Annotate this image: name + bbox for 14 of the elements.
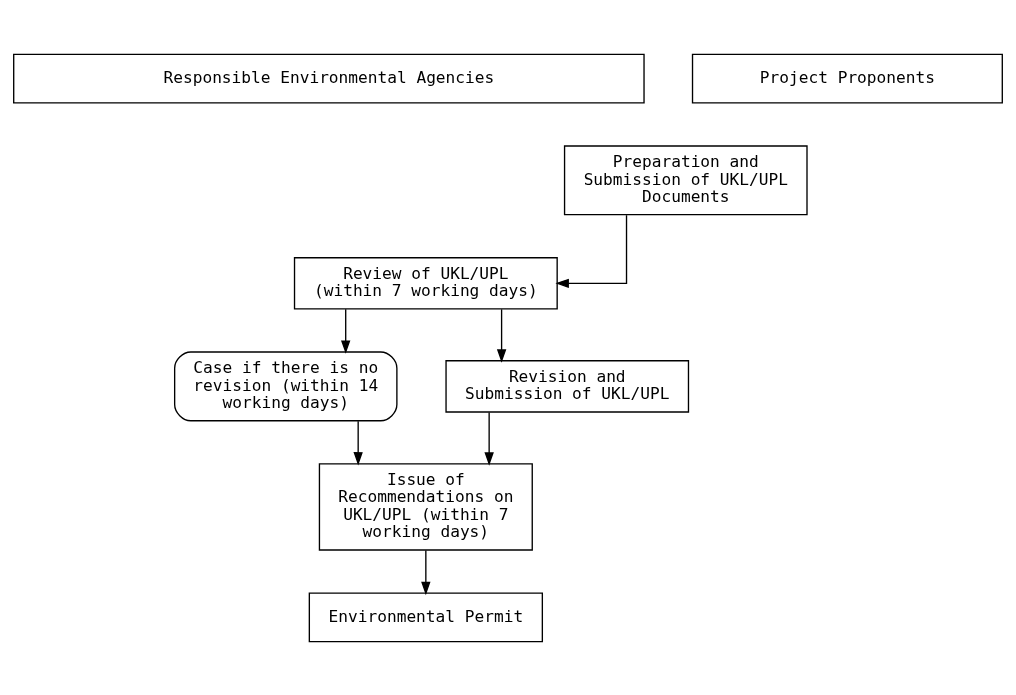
node-box: Responsible Environmental Agencies bbox=[13, 53, 645, 104]
node-box: Environmental Permit bbox=[308, 591, 543, 642]
arrow bbox=[340, 308, 351, 354]
node-box: Review of UKL/UPL (within 7 working days) bbox=[293, 256, 558, 310]
arrow bbox=[353, 420, 363, 466]
arrow bbox=[421, 549, 431, 595]
node-box: Preparation and Submission of UKL/UPL Documents bbox=[563, 144, 808, 215]
node-box: Revision and Submission of UKL/UPL bbox=[445, 359, 690, 413]
node-box: Project Proponents bbox=[691, 53, 1003, 104]
node-box: Case if there is no revision (within 14 working days) bbox=[174, 350, 398, 421]
arrow bbox=[496, 308, 507, 363]
arrow bbox=[484, 411, 494, 466]
node-box: Issue of Recommendations on UKL/UPL (within 7 working days) bbox=[318, 462, 533, 551]
arrow bbox=[555, 214, 628, 288]
